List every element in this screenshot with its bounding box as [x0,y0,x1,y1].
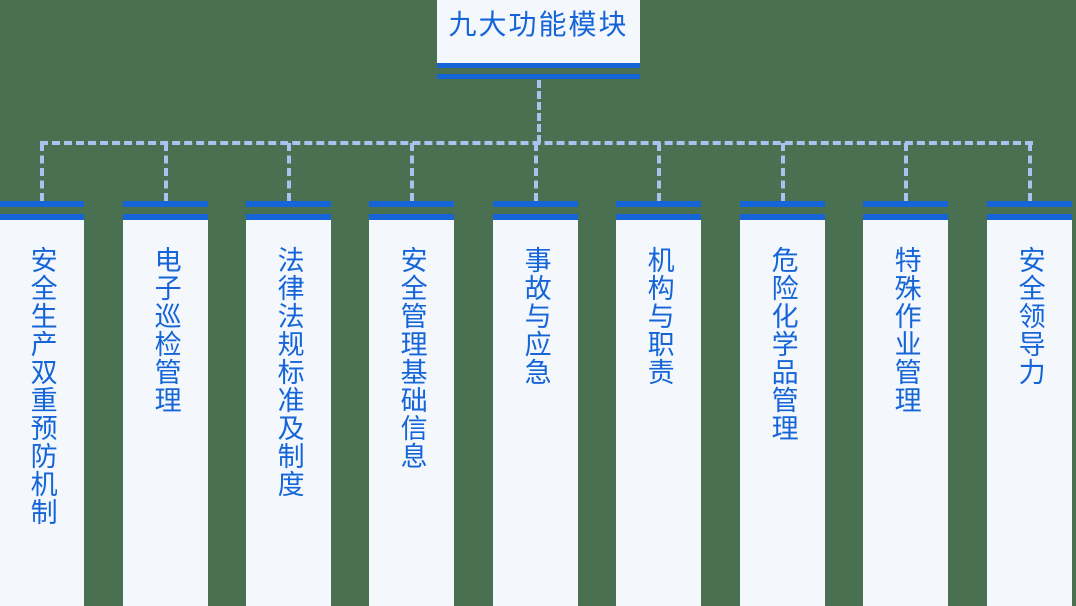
root-underline-bar-1 [437,63,640,68]
connector-drop-2 [164,143,168,201]
connector-drop-3 [287,143,291,201]
child-node-2-label: 电子巡检管理 [150,246,181,414]
child-node-6-bar-2 [616,214,701,220]
child-node-5-label: 事故与应急 [520,246,551,386]
child-node-1-bar-2 [0,214,84,220]
child-node-7-bar-2 [740,214,825,220]
child-node-5-box: 事故与应急 [493,220,578,606]
child-node-7-bar-1 [740,201,825,207]
child-node-9[interactable]: 安全领导力 [987,201,1072,606]
child-node-8-bar-1 [863,201,948,207]
child-node-6-box: 机构与职责 [616,220,701,606]
child-node-9-bar-2 [987,214,1072,220]
child-node-7-box: 危险化学品管理 [740,220,825,606]
child-node-4-bar-1 [369,201,454,207]
child-node-3-label: 法律法规标准及制度 [273,246,304,498]
child-node-4-bar-gap [369,207,454,214]
child-node-9-box: 安全领导力 [987,220,1072,606]
child-node-5-bar-2 [493,214,578,220]
connector-drop-9 [1028,143,1032,201]
child-node-9-bar-1 [987,201,1072,207]
child-node-3-bar-2 [246,214,331,220]
child-node-2-bar-1 [123,201,208,207]
child-node-8-bar-2 [863,214,948,220]
child-node-8[interactable]: 特殊作业管理 [863,201,948,606]
child-node-1-box: 安全生产双重预防机制 [0,220,84,606]
child-node-1-label: 安全生产双重预防机制 [26,246,57,526]
child-node-7-label: 危险化学品管理 [767,246,798,442]
child-node-6-bar-1 [616,201,701,207]
child-node-5-bar-1 [493,201,578,207]
root-node[interactable]: 九大功能模块 [437,0,640,79]
child-node-9-bar-gap [987,207,1072,214]
child-node-3[interactable]: 法律法规标准及制度 [246,201,331,606]
child-node-6-bar-gap [616,207,701,214]
child-node-5-bar-gap [493,207,578,214]
child-node-2-bar-gap [123,207,208,214]
child-node-3-box: 法律法规标准及制度 [246,220,331,606]
child-node-4-box: 安全管理基础信息 [369,220,454,606]
connector-root-stem [537,80,541,143]
child-node-9-label: 安全领导力 [1014,246,1045,386]
child-node-1-bar-gap [0,207,84,214]
connector-drop-6 [657,143,661,201]
child-node-8-label: 特殊作业管理 [890,246,921,414]
child-node-4[interactable]: 安全管理基础信息 [369,201,454,606]
child-node-1-bar-1 [0,201,84,207]
child-node-2[interactable]: 电子巡检管理 [123,201,208,606]
root-node-box: 九大功能模块 [437,0,640,63]
child-node-6[interactable]: 机构与职责 [616,201,701,606]
child-node-7-bar-gap [740,207,825,214]
connector-drop-4 [410,143,414,201]
child-node-1[interactable]: 安全生产双重预防机制 [0,201,84,606]
child-node-5[interactable]: 事故与应急 [493,201,578,606]
child-node-6-label: 机构与职责 [643,246,674,386]
child-node-3-bar-1 [246,201,331,207]
connector-drop-8 [904,143,908,201]
connector-drop-1 [40,143,44,201]
connector-drop-7 [781,143,785,201]
child-node-2-bar-2 [123,214,208,220]
child-node-8-box: 特殊作业管理 [863,220,948,606]
child-node-4-label: 安全管理基础信息 [396,246,427,470]
root-underline-bar-2 [437,74,640,79]
child-node-8-bar-gap [863,207,948,214]
root-node-label: 九大功能模块 [448,8,629,40]
child-node-2-box: 电子巡检管理 [123,220,208,606]
child-node-3-bar-gap [246,207,331,214]
child-node-4-bar-2 [369,214,454,220]
child-node-7[interactable]: 危险化学品管理 [740,201,825,606]
connector-drop-5 [534,143,538,201]
